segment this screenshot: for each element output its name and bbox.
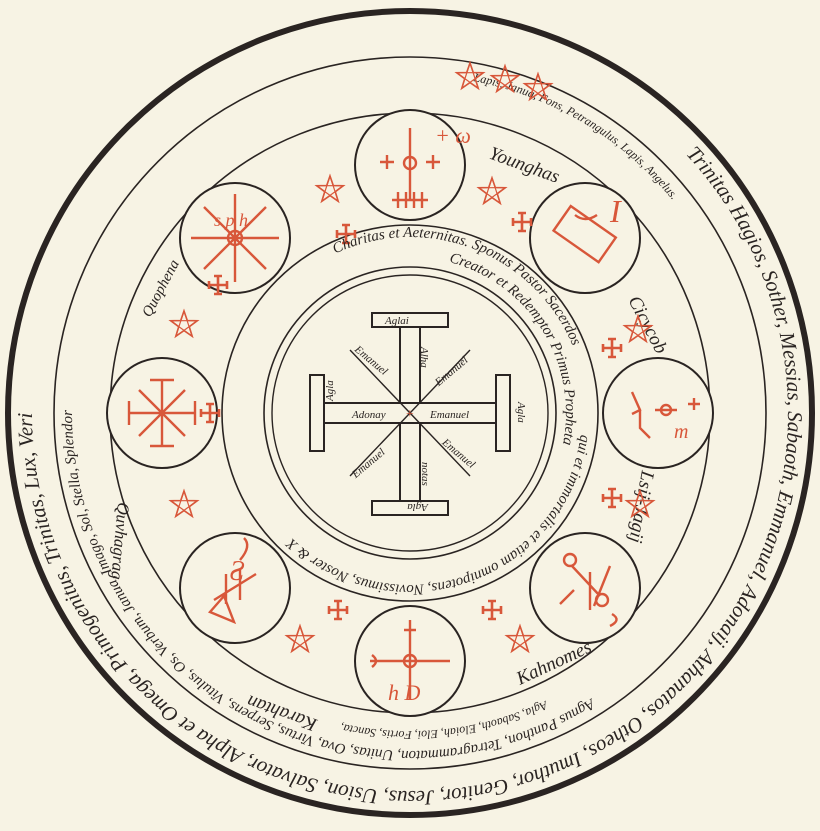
cross-icon [513, 213, 531, 231]
hub-left-label: Adonay [351, 409, 386, 421]
cross-left-cap [310, 375, 324, 451]
cross-icon [483, 601, 501, 619]
planet-label-6: Quvhagrag [107, 502, 133, 581]
cross-icon [329, 601, 347, 619]
seal-lower-right [530, 533, 640, 643]
pentagram-icon [317, 176, 344, 201]
pentagram-icon [171, 491, 198, 516]
seal-upper-left-letters: s p h [214, 210, 248, 230]
hub-plus: + [405, 407, 414, 422]
pentagram-icon [171, 311, 198, 336]
seal-right-letters: m [674, 421, 688, 443]
seal-right [603, 358, 713, 468]
center-left-label: Agla [324, 380, 336, 402]
seal-upper-right [530, 183, 640, 293]
center-bottom-label: Agla [407, 501, 429, 513]
planet-label-3: Lsij-Jagij [624, 468, 658, 544]
pentagram-icon [479, 178, 506, 203]
planet-label-4: Kahnomes [512, 637, 594, 690]
diag-tr-label: Emanuel [432, 354, 470, 389]
vertical-bottom-label: notas [419, 462, 431, 486]
seal-upper-right-letters: I [609, 193, 622, 229]
seal-bottom-letters: h D [388, 680, 421, 705]
center-right-label: Agla [515, 401, 527, 423]
planet-label-1: Younghas [486, 143, 562, 188]
diag-bl-label: Emanuel [349, 446, 387, 481]
cross-top-cap [372, 313, 448, 327]
seal-lower-left-letters: Ƨ [230, 556, 245, 587]
pentagram-icon [287, 626, 314, 651]
center-top-label: Aglai [384, 315, 409, 327]
cross-icon [603, 339, 621, 357]
vertical-top-label: Alha [418, 346, 430, 368]
planet-label-7: Quophena [139, 257, 182, 320]
seal-top-letters: + ω [435, 123, 471, 148]
cross-icon [603, 489, 621, 507]
pentagram-icon [507, 626, 534, 651]
cross-right-cap [496, 375, 510, 451]
hub-right-label: Emanuel [429, 409, 469, 421]
diag-br-label: Emanuel [439, 436, 477, 471]
seal-upper-left-glyph [191, 194, 279, 282]
